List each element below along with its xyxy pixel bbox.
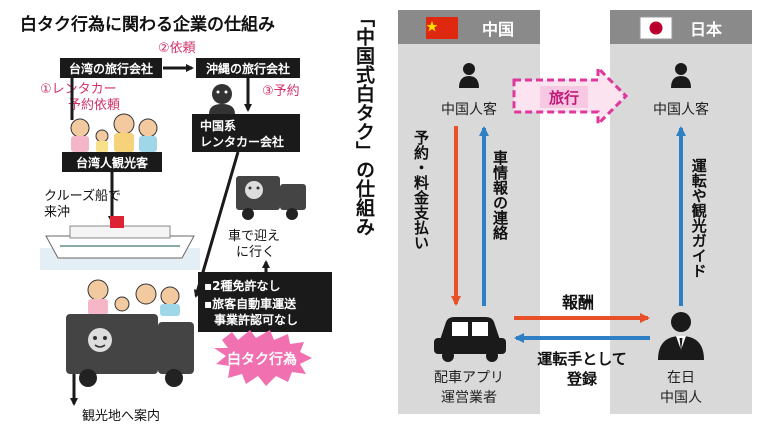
white-taxi-badge-shape bbox=[214, 330, 312, 386]
pickup-label-line1: 車で迎え bbox=[228, 229, 280, 244]
register-label-line1: 運転手として bbox=[537, 350, 627, 368]
japan-header bbox=[610, 10, 752, 44]
car-icon bbox=[434, 317, 506, 362]
taiwan-tourists-icon bbox=[70, 113, 158, 152]
rental-car-icon bbox=[236, 176, 306, 220]
chinese-customer-jp-label: 中国人客 bbox=[653, 101, 709, 118]
travel-label: 旅行 bbox=[549, 89, 579, 107]
china-header bbox=[398, 10, 540, 44]
reserve-pay-label: 予約・料金支払い bbox=[412, 130, 430, 250]
japan-flag-icon bbox=[639, 16, 673, 40]
no-permit-line2: 事業許認可なし bbox=[214, 312, 298, 327]
taiwan-tourists-box bbox=[62, 152, 162, 172]
driving-guide-label: 運転や観光ガイド bbox=[689, 158, 708, 278]
white-taxi-badge: 白タク行為 bbox=[227, 351, 297, 368]
chinese-rental-box bbox=[192, 114, 300, 152]
reward-label: 報酬 bbox=[562, 293, 594, 312]
driving-guide-text: 運転や観光ガイド bbox=[689, 158, 708, 278]
left-title: 白タク行為に関わる企業の仕組み bbox=[20, 14, 275, 35]
resident-line1: 在日 bbox=[667, 370, 695, 386]
violation-box bbox=[198, 272, 332, 332]
right-diagram: 中国 日本 中国人客 中国人客 旅行 bbox=[398, 10, 752, 414]
step1-label-line1: ①レンタカー bbox=[40, 82, 117, 97]
cruise-ship-icon bbox=[40, 216, 200, 270]
tourists-in-car-icon bbox=[87, 279, 180, 316]
step1-label-line2: 予約依頼 bbox=[68, 98, 120, 113]
lower-truck-icon bbox=[66, 314, 194, 387]
resident-chinese-icon bbox=[658, 312, 704, 360]
no-license-label: ▪2種免許なし bbox=[204, 278, 280, 293]
taiwan-agency-box bbox=[60, 58, 162, 78]
center-title: 「中国式白タク」の仕組み bbox=[353, 8, 375, 236]
resident-line2: 中国人 bbox=[660, 390, 702, 406]
rental-person-icon bbox=[209, 84, 235, 114]
chinese-customer-cn-label: 中国人客 bbox=[441, 101, 497, 118]
china-header-label: 中国 bbox=[482, 20, 514, 39]
travel-label-bg bbox=[540, 86, 588, 108]
cruise-label-line1: クルーズ船で bbox=[44, 188, 121, 204]
left-diagram: 白タク行為に関わる企業の仕組み ②依頼 台湾の旅行会社 沖縄の旅行会社 ①レンタ… bbox=[20, 14, 332, 424]
pickup-label-line2: に行く bbox=[236, 245, 275, 260]
china-flag-icon bbox=[426, 17, 458, 39]
taiwan-tourists-label: 台湾人観光客 bbox=[76, 155, 149, 170]
app-operator-line1: 配車アプリ bbox=[434, 369, 504, 386]
chinese-rental-line2: レンタカー会社 bbox=[200, 134, 284, 149]
app-operator-line2: 運営業者 bbox=[441, 390, 497, 406]
taiwan-agency-label: 台湾の旅行会社 bbox=[69, 61, 153, 76]
step3-label: ③予約 bbox=[262, 84, 300, 99]
car-info-label: 車情報の連絡 bbox=[491, 150, 509, 240]
no-permit-line1: ▪旅客自動車運送 bbox=[204, 296, 297, 311]
japan-header-label: 日本 bbox=[690, 20, 722, 39]
okinawa-agency-box bbox=[196, 58, 300, 78]
sightseeing-label: 観光地へ案内 bbox=[82, 408, 160, 424]
chinese-rental-line1: 中国系 bbox=[200, 118, 236, 133]
step2-label: ②依頼 bbox=[158, 41, 196, 56]
cruise-label-line2: 来沖 bbox=[44, 205, 70, 220]
okinawa-agency-label: 沖縄の旅行会社 bbox=[206, 61, 290, 76]
register-label-line2: 登録 bbox=[566, 370, 598, 388]
